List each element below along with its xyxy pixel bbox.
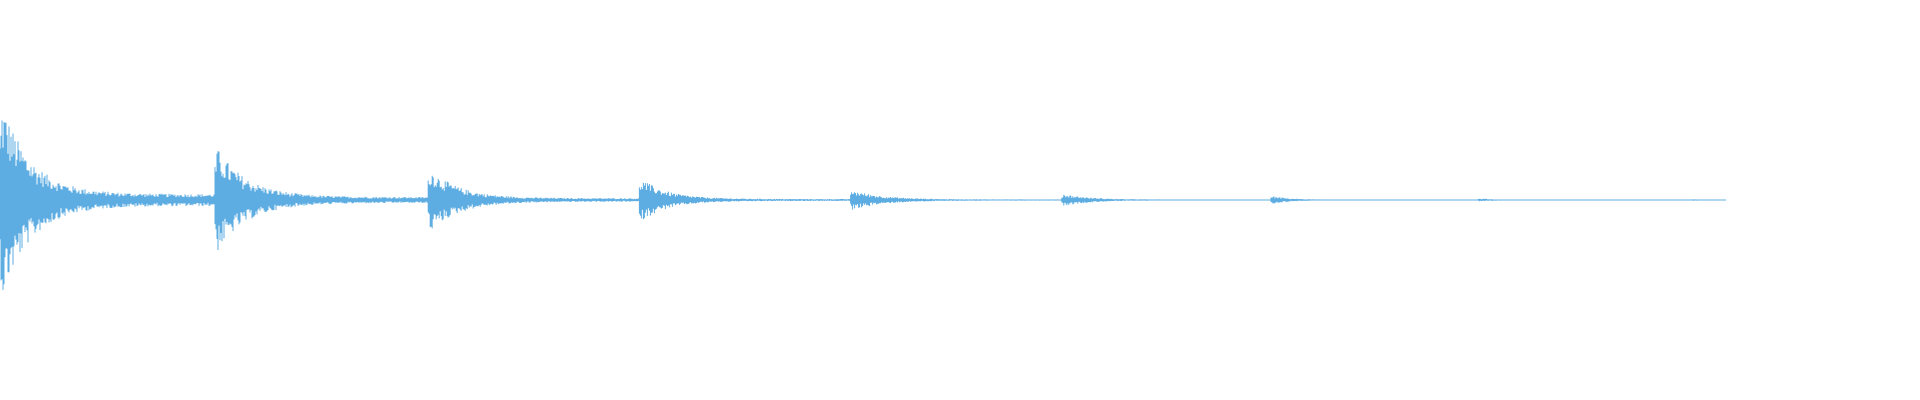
waveform-trace	[0, 120, 1726, 290]
